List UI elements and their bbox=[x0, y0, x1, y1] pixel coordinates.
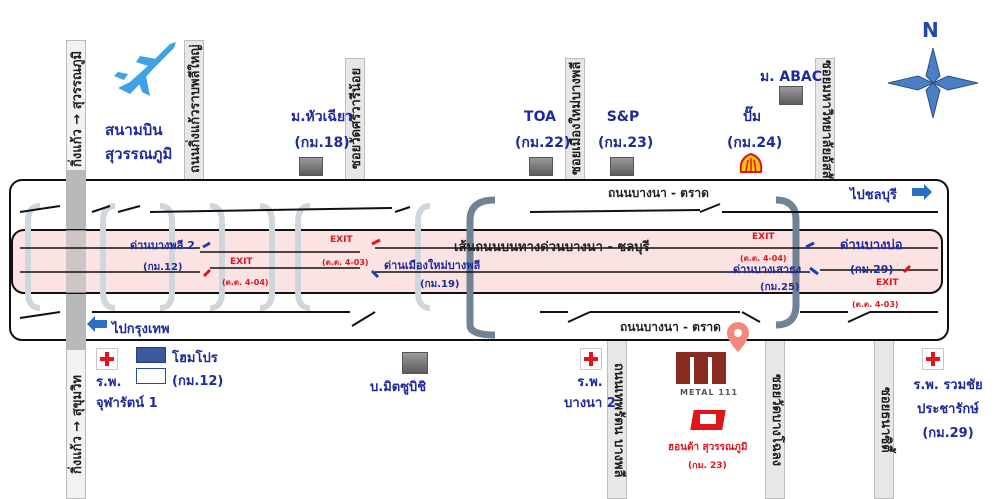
arrow-to-chonburi bbox=[912, 184, 932, 200]
ruamchai-line1: ร.พ. รวมชัย bbox=[913, 378, 983, 393]
metal111-name: METAL 111 bbox=[680, 388, 739, 397]
exit-404-right-code: (ต.ต. 4-04) bbox=[740, 254, 787, 263]
toa-km: (กม.22) bbox=[515, 135, 571, 151]
road-bang-chalong-label: ซอยวัดบางโฉลง bbox=[769, 373, 784, 467]
snp-name: S&P bbox=[606, 109, 640, 125]
shell-label: ปั๊ม (กม.24) bbox=[727, 104, 783, 156]
toll-mueang-mai-km: (กม.19) bbox=[420, 279, 460, 290]
bangna2-line1: ร.พ. bbox=[577, 375, 603, 390]
mitsubishi-name: บ.มิตซูบิชิ bbox=[370, 380, 427, 395]
metal111-logo bbox=[676, 352, 732, 384]
airplane-icon bbox=[114, 42, 176, 96]
airport-name: สนามบิน bbox=[105, 121, 163, 139]
exit-403-left: EXIT bbox=[330, 235, 353, 245]
exit-right-top: EXIT bbox=[752, 232, 775, 242]
expressway-label: เส้นถนนบนทางด่วนบางนา - ชลบุรี bbox=[454, 240, 650, 255]
compass: N bbox=[888, 18, 978, 118]
exit-403-right: EXIT bbox=[876, 278, 899, 288]
ruamchai-hospital-icon bbox=[922, 348, 944, 370]
abac-name: ม. ABAC bbox=[760, 69, 823, 85]
chularat-line1: ร.พ. bbox=[96, 375, 122, 390]
chularat-line2: จุฬารัตน์ 1 bbox=[96, 396, 158, 411]
exit-404-left-code: (ต.ต. 4-04) bbox=[222, 278, 269, 287]
road-bottom-1-label: ถนนเทพรัตน บางพลี bbox=[611, 362, 626, 478]
bangna2-label: ร.พ. บางนา 2 bbox=[555, 372, 625, 414]
toll-bang-bo-name: ด่านบางบ่อ bbox=[840, 238, 903, 253]
chularat-label: ร.พ. จุฬารัตน์ 1 bbox=[96, 372, 158, 414]
airport-label: สนามบิน สุวรรณภูมิ bbox=[105, 118, 172, 166]
toa-label: TOA (กม.22) bbox=[515, 104, 571, 156]
toll-bang-phli2-km: (กม.12) bbox=[143, 262, 183, 273]
ruamchai-line2: ประชารักษ์ bbox=[917, 402, 979, 417]
mitsubishi-building bbox=[402, 352, 428, 374]
snp-building bbox=[610, 157, 634, 176]
road-soi-abac-label: ซอยมหาวิทยาลัยอัสสัมชัญ bbox=[819, 60, 834, 208]
exit-403-right-code: (ต.ต. 4-03) bbox=[852, 300, 899, 309]
hua-chiew-name: ม.หัวเฉียว bbox=[290, 109, 354, 125]
king-kaew-over-expressway bbox=[66, 230, 86, 293]
homepro-name: โฮมโปร bbox=[172, 351, 218, 366]
shell-name: ปั๊ม bbox=[742, 109, 762, 125]
tesco-logo bbox=[136, 368, 166, 384]
bangna2-line2: บางนา 2 bbox=[564, 396, 616, 411]
snp-label: S&P (กม.23) bbox=[598, 104, 654, 156]
exit-404-left: EXIT bbox=[230, 257, 253, 267]
abac-building bbox=[779, 86, 803, 105]
ruamchai-km: (กม.29) bbox=[922, 426, 974, 441]
toll-mueang-mai-name: ด่านเมืองใหม่บางพลี bbox=[384, 259, 481, 272]
arrow-to-bangkok bbox=[87, 316, 107, 332]
hua-chiew-building bbox=[299, 157, 323, 176]
honda-icon bbox=[688, 402, 728, 434]
to-bangkok-label: ไปกรุงเทพ bbox=[112, 322, 170, 337]
toa-building bbox=[529, 157, 553, 176]
bangna2-hospital-icon bbox=[580, 348, 602, 370]
toll-bang-bo-km: (กม.29) bbox=[850, 263, 894, 276]
toll-bang-sao-thong-name: ด่านบางเสาธง bbox=[733, 263, 802, 276]
homepro-logo bbox=[136, 347, 166, 363]
location-pin-icon bbox=[727, 322, 749, 352]
shell-km: (กม.24) bbox=[727, 135, 783, 151]
north-label: N bbox=[922, 18, 939, 42]
bangna-trad-top-label: ถนนบางนา - ตราด bbox=[608, 186, 709, 200]
snp-km: (กม.23) bbox=[598, 135, 654, 151]
road-thana-city-label: ซอยธนาซิตี้ bbox=[878, 387, 893, 453]
compass-icon bbox=[888, 48, 978, 118]
airport-name2: สุวรรณภูมิ bbox=[105, 145, 173, 163]
ruamchai-label: ร.พ. รวมชัย ประชารักษ์ (กม.29) bbox=[898, 374, 998, 446]
toa-name: TOA bbox=[524, 109, 556, 125]
honda-name: ฮอนด้า สุวรรณภูมิ bbox=[668, 442, 748, 453]
honda-km: (กม. 23) bbox=[688, 461, 727, 471]
toll-bang-phli2-name: ด่านบางพลี 2 bbox=[130, 239, 195, 252]
to-chonburi-label: ไปชลบุรี bbox=[850, 188, 897, 203]
exit-403-left-code: (ต.ต. 4-03) bbox=[322, 258, 369, 267]
shell-icon bbox=[739, 152, 763, 173]
hua-chiew-km: (กม.18) bbox=[294, 135, 350, 151]
bangna-trad-bottom-label: ถนนบางนา - ตราด bbox=[620, 320, 721, 334]
toll-bang-sao-thong-km: (กม.25) bbox=[760, 282, 800, 293]
chularat-hospital-icon bbox=[96, 348, 118, 370]
expressway-band bbox=[11, 229, 943, 294]
hua-chiew-label: ม.หัวเฉียว (กม.18) bbox=[282, 104, 362, 156]
homepro-km: (กม.12) bbox=[172, 374, 224, 389]
